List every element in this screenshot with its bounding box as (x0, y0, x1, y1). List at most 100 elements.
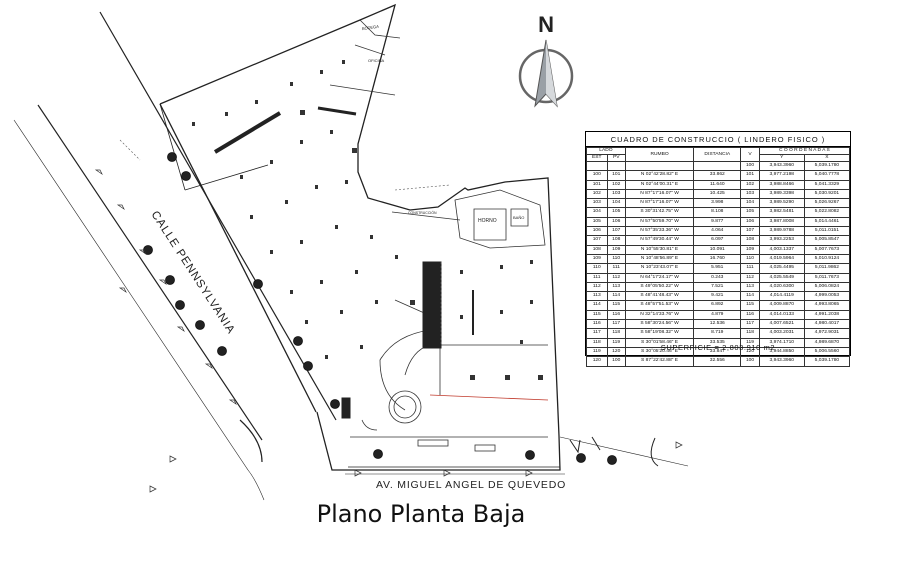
cell-distancia: 5.951 (693, 263, 742, 274)
cell-pv: 113 (606, 281, 626, 293)
cell-v: 116 (740, 309, 760, 321)
cell-distancia: 10.425 (693, 188, 742, 200)
cell-y: 3,988.8466 (758, 179, 805, 190)
cell-y: 4,003.1337 (758, 244, 805, 255)
cell-est: 108 (586, 244, 608, 255)
cell-distancia: 9.877 (693, 216, 742, 228)
cell-x: 4,972.9031 (803, 328, 851, 339)
cell-est: 112 (586, 281, 608, 293)
cell-rumbo: N 87°17'16.07" W (624, 188, 695, 200)
site-boundary (159, 3, 561, 471)
cell-rumbo: N 57°49'30.44" W (624, 235, 695, 246)
cell-v: 115 (740, 300, 760, 311)
cell-v: 107 (740, 226, 760, 237)
cell-rumbo: N 02°42'28.82" E (624, 170, 695, 181)
cell-y: 3,987.8008 (758, 216, 805, 228)
cell-pv: 104 (606, 198, 626, 209)
cell-v: 109 (740, 244, 760, 255)
cell-pv: 107 (606, 226, 626, 237)
cell-est: 115 (586, 309, 608, 321)
header-pv: PV (606, 154, 626, 162)
cell-pv: 112 (606, 272, 626, 283)
cell-rumbo: S 48°41'48.43" W (624, 291, 695, 302)
cell-v: 103 (740, 188, 760, 200)
cell-y: 4,020.6300 (758, 281, 805, 293)
cell-pv: 108 (606, 235, 626, 246)
cell-rumbo: N 32°14'33.76" W (624, 309, 695, 321)
cell-x: 5,026.9267 (803, 198, 851, 209)
cell-rumbo: N 10°23'43.07" E (624, 263, 695, 274)
cell-x: 4,993.8065 (803, 300, 851, 311)
cell-pv: 100 (606, 356, 626, 367)
cell-pv: 102 (606, 179, 626, 190)
cell-est: 105 (586, 216, 608, 228)
cell-v: 110 (740, 253, 760, 265)
cell-v: 120 (740, 346, 760, 358)
cell-distancia: 4.879 (693, 309, 742, 321)
header-rumbo: RUMBO (624, 147, 695, 162)
cell-pv: 106 (606, 216, 626, 228)
cell-pv: 118 (606, 328, 626, 339)
cell-v: 100 (740, 356, 760, 367)
cell-est: 103 (586, 198, 608, 209)
cell-y: 4,003.2031 (758, 328, 805, 339)
cell-rumbo: S 30°31'42.75" W (624, 207, 695, 218)
cell-y: 3,977.2198 (758, 170, 805, 181)
cell-x: 4,991.2038 (803, 309, 851, 321)
cell-pv: 103 (606, 188, 626, 200)
cell-x: 5,011.9862 (803, 263, 851, 274)
cell-x: 5,039.1780 (803, 160, 851, 172)
room-label-construccion: CONSTRUCCIÓN (408, 210, 437, 215)
cell-distancia: 32.556 (693, 356, 742, 367)
cell-v: 111 (740, 263, 760, 274)
cell-est: 114 (586, 300, 608, 311)
cell-x: 4,989.6870 (803, 337, 851, 348)
cell-pv: 114 (606, 291, 626, 302)
cell-x: 5,011.7673 (803, 272, 851, 283)
structural-details (192, 60, 543, 380)
header-v: V (740, 147, 760, 162)
header-y: Y (758, 154, 805, 162)
cell-rumbo: S 30°01'58.46" E (624, 337, 695, 348)
cell-x: 5,041.3329 (803, 179, 851, 190)
cell-est: 107 (586, 235, 608, 246)
cell-est: 117 (586, 328, 608, 339)
cell-distancia: 11.640 (693, 179, 742, 190)
header-est: EST (586, 154, 608, 162)
street-label-quevedo: AV. MIGUEL ANGEL DE QUEVEDO (376, 479, 566, 491)
cell-v: 117 (740, 319, 760, 330)
cell-pv: 119 (606, 337, 626, 348)
cell-est: 111 (586, 272, 608, 283)
cell-est: 106 (586, 226, 608, 237)
header-distancia: DISTANCIA (693, 147, 742, 162)
cell-y: 4,007.6521 (758, 319, 805, 330)
interior-walls (329, 19, 549, 452)
cell-x: 5,005.8547 (803, 235, 851, 246)
cell-rumbo: S 58°19'08.32" W (624, 328, 695, 339)
cell-v: 106 (740, 216, 760, 228)
cell-est: 110 (586, 263, 608, 274)
cell-y: 3,943.3960 (758, 160, 805, 172)
cell-rumbo: S 49°05'50.22" W (624, 281, 695, 293)
cell-y: 4,009.8870 (758, 300, 805, 311)
cell-y: 3,989.9788 (758, 226, 805, 237)
cell-x: 5,039.1780 (803, 356, 851, 367)
cell-est: 113 (586, 291, 608, 302)
cell-v: 119 (740, 337, 760, 348)
cell-x: 5,007.7673 (803, 244, 851, 255)
street-label-pennsylvania: CALLE PENNSYLVANIA (148, 209, 237, 336)
cell-distancia: 7.521 (693, 281, 742, 293)
header-x: X (803, 154, 851, 162)
